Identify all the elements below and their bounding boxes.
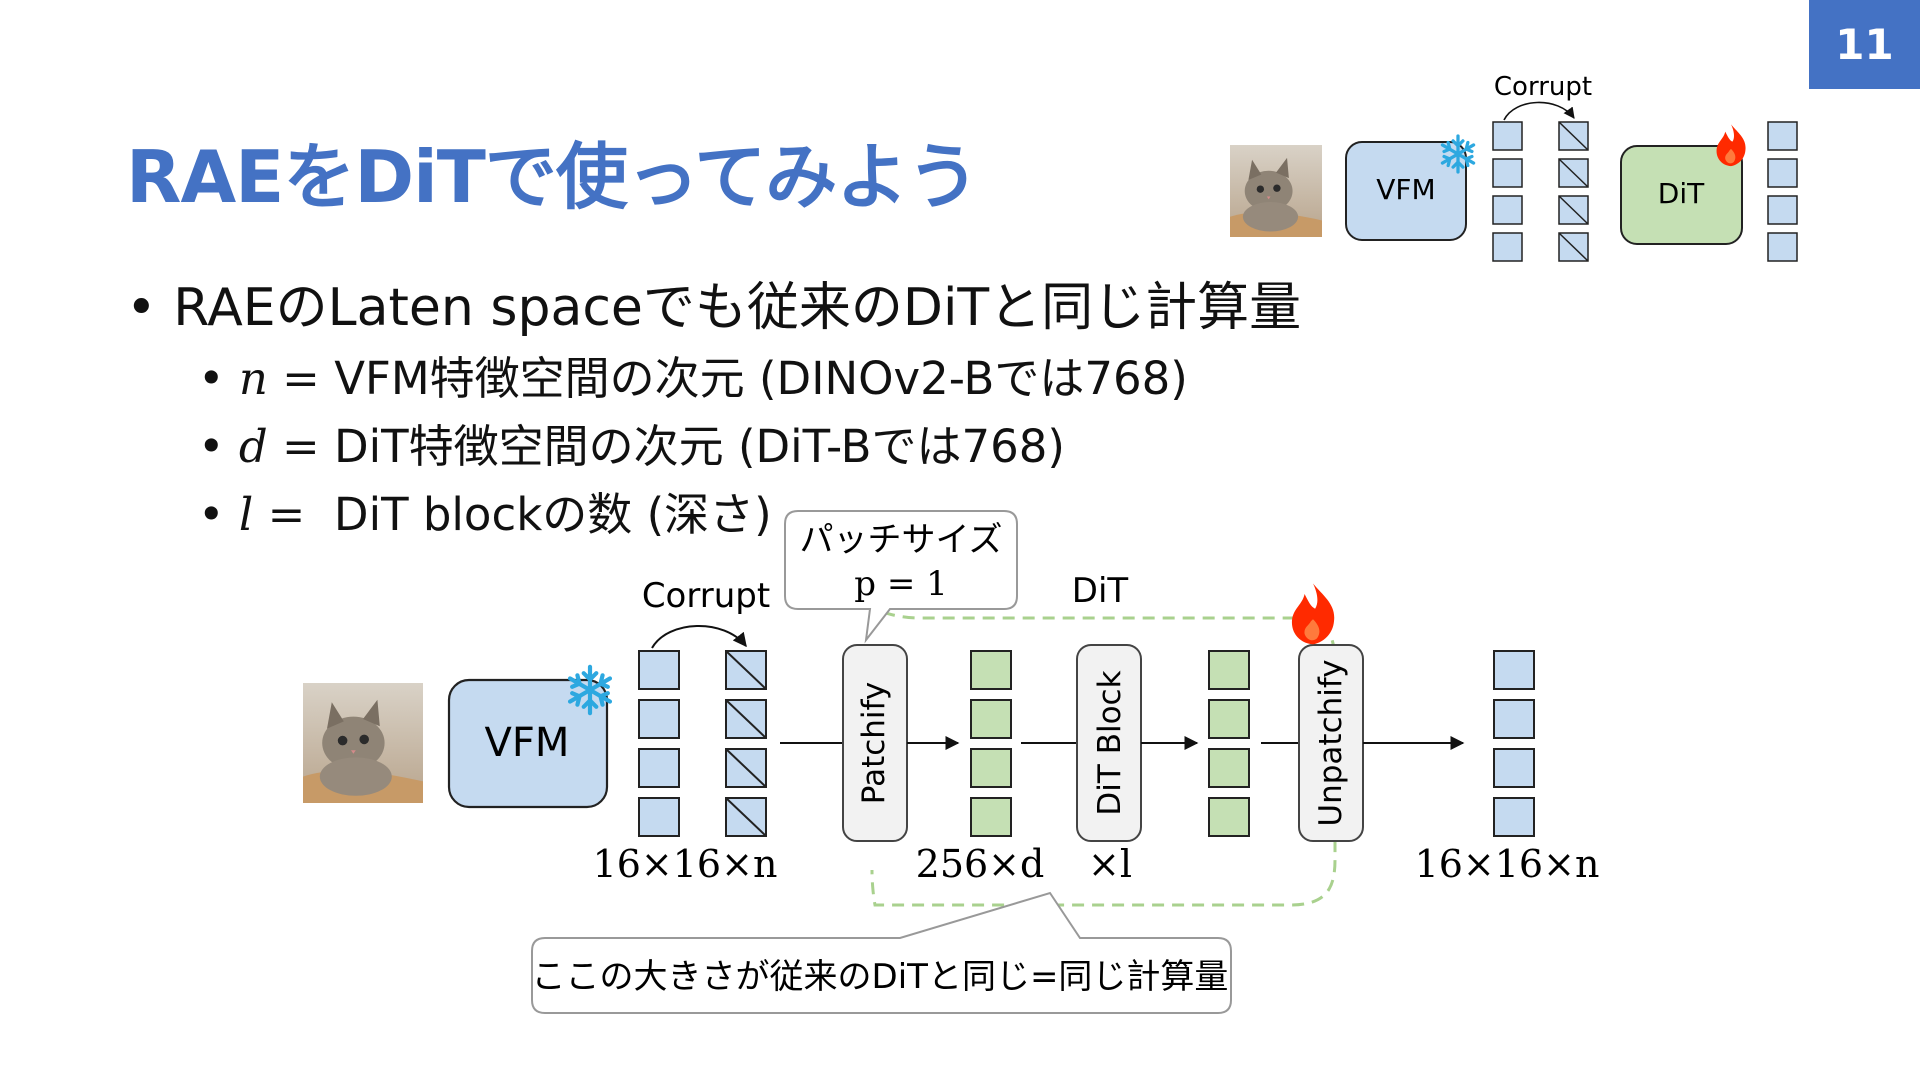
- mini-vfm-label: VFM: [1376, 173, 1435, 206]
- bullet-sub-3-text: DiT blockの数 (深さ): [319, 488, 772, 541]
- token-column-clean: [638, 650, 680, 837]
- mini-dit-box: [1620, 145, 1743, 245]
- token-column-corrupted: [725, 650, 767, 837]
- patch-size-callout: [784, 510, 1018, 644]
- mini-vfm-box: [1345, 141, 1467, 241]
- cat-image: [1230, 145, 1322, 237]
- bottom-callout: [531, 891, 1232, 1014]
- flame-icon: [1716, 124, 1746, 167]
- bullet-main: • RAEのLaten spaceでも従来のDiTと同じ計算量: [126, 265, 1301, 340]
- mini-token-column-clean: [1492, 121, 1523, 262]
- patch-size-line2: p = 1: [854, 564, 948, 604]
- unpatchify-label: Unpatchify: [1313, 659, 1349, 826]
- bullet-sub-1-text: VFM特徴空間の次元 (DINOv2-Bでは768): [334, 352, 1188, 405]
- main-diagram: DiT VFM Corrupt 16×16×n Patchify: [303, 510, 1600, 1014]
- var-n: n: [238, 352, 268, 405]
- mini-token-column-output: [1767, 121, 1798, 262]
- corrupt-label: Corrupt: [642, 576, 770, 616]
- dit-group-label: DiT: [1072, 571, 1129, 611]
- equals-sign: =: [267, 488, 306, 541]
- bullet-sub-1: • n = VFM特徴空間の次元 (DINOv2-Bでは768): [198, 352, 1188, 405]
- bullet-sub-3: • l = DiT blockの数 (深さ): [198, 488, 772, 541]
- vfm-label: VFM: [485, 720, 570, 766]
- bullet-main-text: RAEのLaten spaceでも従来のDiTと同じ計算量: [173, 278, 1302, 338]
- corrupt-arrow: [651, 625, 747, 649]
- var-l: l: [238, 488, 254, 541]
- page-number: 11: [1809, 0, 1920, 89]
- equals-sign: =: [281, 420, 320, 473]
- token-column-output: [1493, 650, 1535, 837]
- mini-diagram: VFM Corrupt DiT: [1230, 72, 1798, 262]
- dim-input: 16×16×n: [593, 842, 778, 886]
- bullet-dot: •: [126, 278, 174, 338]
- patchify-label: Patchify: [856, 682, 892, 804]
- token-column-dit-input: [970, 650, 1012, 837]
- bullet-sub-2: • d = DiT特徴空間の次元 (DiT-Bでは768): [198, 420, 1065, 473]
- mini-corrupt-arrow: [1503, 101, 1575, 121]
- page-title: RAEをDiTで使ってみよう: [126, 135, 979, 219]
- dim-depth: ×l: [1088, 842, 1132, 886]
- dim-output: 16×16×n: [1415, 842, 1600, 886]
- dim-tokens: 256×d: [916, 842, 1045, 886]
- flame-icon: [1291, 583, 1335, 645]
- bottom-callout-text: ここの大きさが従来のDiTと同じ=同じ計算量: [532, 957, 1229, 997]
- token-column-dit-output: [1208, 650, 1250, 837]
- mini-corrupt-label: Corrupt: [1494, 72, 1592, 102]
- vfm-box: [447, 678, 609, 809]
- equals-sign: =: [282, 352, 320, 405]
- cat-image: [303, 683, 423, 803]
- bullet-sub-2-text: DiT特徴空間の次元 (DiT-Bでは768): [334, 420, 1065, 473]
- mini-dit-label: DiT: [1658, 177, 1705, 210]
- patch-size-line1: パッチサイズ: [800, 520, 1003, 560]
- var-d: d: [238, 420, 268, 473]
- mini-token-column-corrupted: [1558, 121, 1589, 262]
- dit-block-label: DiT Block: [1092, 670, 1128, 815]
